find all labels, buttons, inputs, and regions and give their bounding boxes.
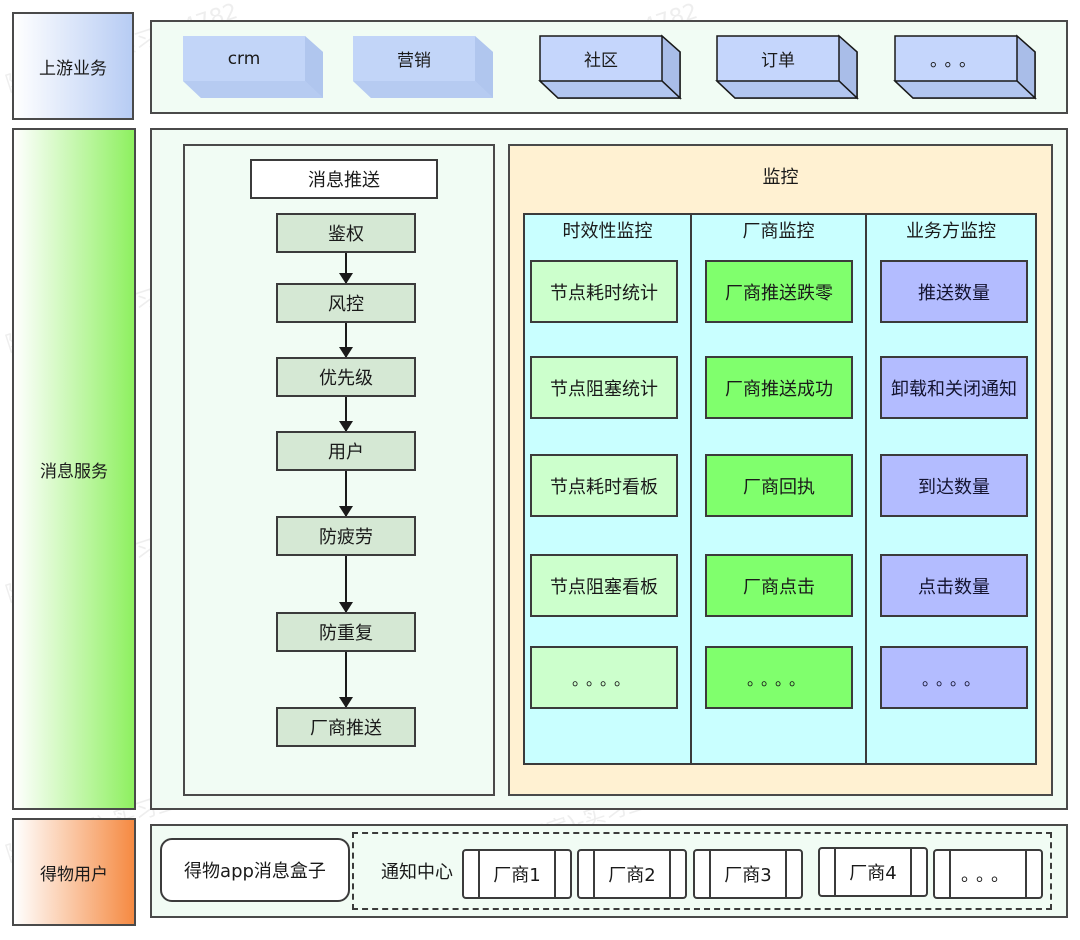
- monitor-item: 厂商推送跌零: [705, 260, 853, 323]
- vendor-label: 厂商1: [493, 865, 541, 886]
- upstream-service-more: 。。。: [893, 34, 1037, 100]
- flow-step-vendor-push: 厂商推送: [276, 707, 416, 747]
- vendor-label: 厂商3: [724, 865, 772, 886]
- monitor-item: 厂商点击: [705, 554, 853, 617]
- process-bar-left: [949, 851, 951, 897]
- cube-label: 社区: [584, 51, 618, 71]
- vendor-label: 厂商2: [608, 865, 656, 886]
- monitor-item: 卸载和关闭通知: [880, 356, 1028, 419]
- monitor-item-more: 。。。。: [705, 646, 853, 709]
- vendor-channel: 厂商4: [818, 847, 928, 897]
- process-bar-right: [669, 851, 671, 897]
- cube-shape: [538, 34, 682, 100]
- flow-step-auth: 鉴权: [276, 213, 416, 253]
- cube-label: crm: [227, 48, 261, 69]
- process-bar-left: [834, 849, 836, 895]
- monitor-item: 节点阻塞统计: [530, 356, 678, 419]
- monitor-item: 节点耗时统计: [530, 260, 678, 323]
- process-bar-right: [554, 851, 556, 897]
- app-message-box: 得物app消息盒子: [160, 838, 350, 902]
- cube-label: 订单: [761, 51, 795, 71]
- process-bar-left: [478, 851, 480, 897]
- process-bar-left: [593, 851, 595, 897]
- flow-arrow: [339, 397, 353, 432]
- upstream-service-order: 订单: [715, 34, 859, 100]
- monitor-item: 节点阻塞看板: [530, 554, 678, 617]
- monitor-item: 推送数量: [880, 260, 1028, 323]
- cube-shape: [893, 34, 1037, 100]
- cube-shape: [183, 36, 323, 98]
- flow-arrow: [339, 652, 353, 708]
- cube-label: 。。。: [930, 51, 982, 71]
- monitor-column-header-vendor: 厂商监控: [742, 221, 815, 242]
- flow-step-risk-control: 风控: [276, 283, 416, 323]
- monitor-column-header-business: 业务方监控: [906, 221, 996, 242]
- flow-arrow: [339, 323, 353, 358]
- monitor-item: 厂商推送成功: [705, 356, 853, 419]
- vendor-channel: 厂商1: [462, 849, 572, 899]
- cube-shape: [353, 36, 493, 98]
- flow-arrow: [339, 556, 353, 613]
- process-bar-left: [709, 851, 711, 897]
- monitor-item-more: 。。。。: [530, 646, 678, 709]
- process-bar-right: [910, 849, 912, 895]
- flow-step-user: 用户: [276, 431, 416, 471]
- flow-step-dedup: 防重复: [276, 612, 416, 652]
- notification-center-container: [352, 832, 1052, 910]
- layer-label-end-user: 得物用户: [12, 818, 136, 926]
- column-divider: [865, 213, 867, 765]
- monitor-item: 厂商回执: [705, 454, 853, 517]
- flow-step-priority: 优先级: [276, 357, 416, 397]
- monitor-item-more: 。。。。: [880, 646, 1028, 709]
- flow-arrow: [339, 471, 353, 517]
- upstream-service-community: 社区: [538, 34, 682, 100]
- monitor-item: 节点耗时看板: [530, 454, 678, 517]
- process-bar-right: [1025, 851, 1027, 897]
- monitor-item: 到达数量: [880, 454, 1028, 517]
- notification-center-label: 通知中心: [381, 862, 453, 883]
- vendor-label: 。。。: [961, 865, 1015, 886]
- vendor-channel: 厂商2: [577, 849, 687, 899]
- vendor-label: 厂商4: [849, 863, 897, 884]
- column-divider: [690, 213, 692, 765]
- flow-step-anti-fatigue: 防疲劳: [276, 516, 416, 556]
- vendor-channel-more: 。。。: [933, 849, 1043, 899]
- push-flow-title: 消息推送: [250, 159, 438, 199]
- monitor-item: 点击数量: [880, 554, 1028, 617]
- cube-shape: [715, 34, 859, 100]
- cube-label: 营销: [397, 51, 431, 71]
- process-bar-right: [785, 851, 787, 897]
- monitor-column-header-timeliness: 时效性监控: [562, 221, 653, 242]
- upstream-service-crm: crm: [183, 36, 323, 98]
- vendor-channel: 厂商3: [693, 849, 803, 899]
- flow-arrow: [339, 253, 353, 284]
- upstream-service-marketing: 营销: [353, 36, 493, 98]
- layer-label-message-service: 消息服务: [12, 128, 136, 810]
- monitor-title: 监控: [762, 167, 799, 188]
- layer-label-upstream: 上游业务: [12, 12, 134, 120]
